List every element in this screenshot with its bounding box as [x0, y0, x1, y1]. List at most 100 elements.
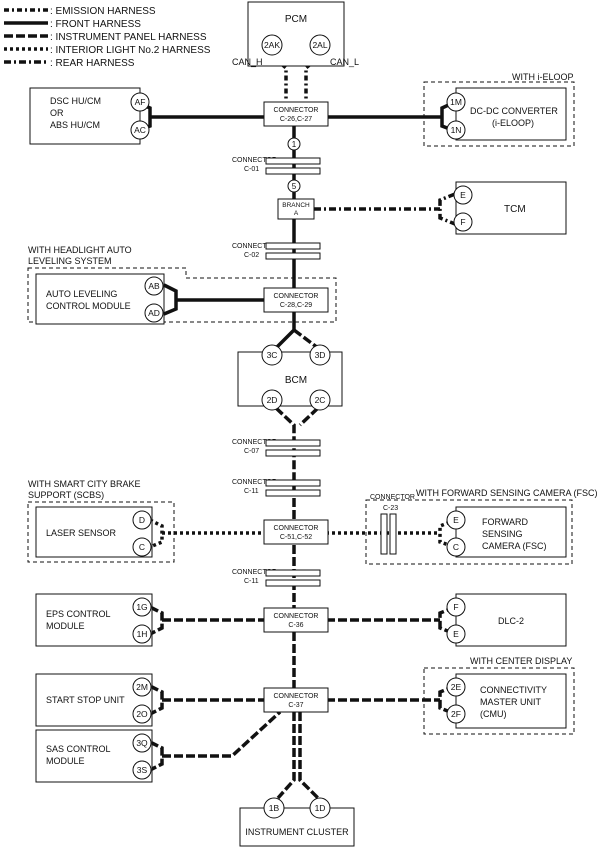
tcm-pin-f-label: F [460, 217, 465, 227]
legend-rear-label: : REAR HARNESS [50, 58, 135, 69]
connector-c02-line2: C-02 [244, 252, 259, 259]
leveling-pin-ab [144, 276, 164, 296]
pcm-pin-2al [309, 34, 331, 56]
connector-c01-line1: CONNECTOR [232, 157, 277, 164]
tcm-box [455, 181, 567, 235]
sas-line1: SAS CONTROL [46, 744, 111, 754]
wire-to-cluster-1b [276, 712, 296, 800]
marker-1: 1 [287, 137, 301, 151]
connector-c26-line2: C-26,C-27 [280, 116, 312, 123]
connector-c23-line2: C-23 [383, 505, 398, 512]
marker-5-circle [287, 179, 301, 193]
connector-c36-line2: C-36 [288, 622, 303, 629]
connector-c36-line1: CONNECTOR [274, 613, 319, 620]
headlight-leveling-group: WITH HEADLIGHT AUTO LEVELING SYSTEM AUTO… [27, 245, 337, 325]
can-l-label: CAN_L [330, 57, 359, 67]
connector-c07: CONNECTOR C-07 [232, 439, 321, 457]
bcm-pin-3c-label: 3C [267, 350, 278, 360]
bcm-pin-2c-label: 2C [315, 395, 326, 405]
connector-c37-line1: CONNECTOR [274, 693, 319, 700]
connector-c07-bottom [265, 449, 321, 457]
sas-pin-3s-label: 3S [137, 765, 148, 775]
laser-pin-c [132, 537, 152, 557]
connector-c07-top [265, 439, 321, 447]
connector-c02-bottom [265, 252, 321, 260]
start-stop-pin-2m [132, 677, 152, 697]
center-group-label: WITH CENTER DISPLAY [470, 656, 572, 666]
marker-1-label: 1 [292, 140, 297, 149]
cmu-line2: MASTER UNIT [480, 697, 542, 707]
wires [136, 54, 456, 800]
scbs-group: WITH SMART CITY BRAKE SUPPORT (SCBS) LAS… [27, 479, 175, 563]
connector-c28-line1: CONNECTOR [274, 293, 319, 300]
pcm-title: PCM [285, 14, 307, 25]
start-stop-pin-2o-label: 2O [136, 709, 148, 719]
wire-sas-to-connector [162, 710, 282, 758]
connector-c28-line2: C-28,C-29 [280, 302, 312, 309]
fsc-group-label: WITH FORWARD SENSING CAMERA (FSC) [416, 488, 598, 498]
connector-c01-bottom [265, 167, 321, 175]
connector-c01-top [265, 157, 321, 165]
connector-c26-c27: CONNECTOR C-26,C-27 [263, 101, 329, 127]
dlc-pin-e-label: E [453, 629, 459, 639]
sas-pin-3s [132, 760, 152, 780]
cmu-pin-2e-label: 2E [451, 682, 462, 692]
connector-c36-box [263, 607, 329, 633]
dcdc-line1: DC-DC CONVERTER [470, 106, 558, 116]
connector-c51-c52: CONNECTOR C-51,C-52 [263, 519, 329, 545]
cmu-line1: CONNECTIVITY [480, 685, 547, 695]
wire-bcm-2d [274, 406, 296, 474]
dlc-title: DLC-2 [498, 616, 524, 626]
leveling-box [35, 273, 165, 325]
dsc-line2: OR [50, 108, 64, 118]
marker-5: 5 [287, 179, 301, 193]
sas-box [35, 729, 153, 783]
connector-c11b-line2: C-11 [244, 578, 259, 585]
leveling-line1: AUTO LEVELING [46, 289, 117, 299]
connector-c37-line2: C-37 [288, 702, 303, 709]
bcm-pin-2d [261, 389, 283, 411]
dsc-pin-ac-label: AC [134, 125, 146, 135]
wire-leveling-pins [163, 283, 178, 316]
connector-c23-right [389, 513, 397, 555]
sas-line2: MODULE [46, 756, 85, 766]
dlc-module: DLC-2 F E [446, 593, 567, 647]
wire-pcm-can-h [270, 54, 288, 102]
pcm-pin-2ak-label: 2AK [264, 40, 280, 50]
tcm-module: TCM E F [453, 181, 567, 235]
start-stop-box [35, 673, 153, 727]
wire-laser-pins [149, 518, 164, 549]
connector-c11b-bottom [265, 579, 321, 587]
tcm-pin-e-label: E [460, 190, 466, 200]
connector-c51-box [263, 519, 329, 545]
cmu-pin-2f-label: 2F [451, 709, 461, 719]
cmu-pin-2e [446, 677, 466, 697]
fsc-line1: FORWARD [482, 517, 528, 527]
cmu-line3: (CMU) [480, 709, 507, 719]
dcdc-pin-1n-label: 1N [451, 125, 462, 135]
dsc-line1: DSC HU/CM [50, 96, 101, 106]
headlight-group-line1: WITH HEADLIGHT AUTO [28, 245, 132, 255]
connector-c28-box [263, 287, 329, 313]
wire-to-cluster-1d [298, 712, 320, 800]
bcm-pin-2c [309, 389, 331, 411]
connector-c11a-top [265, 479, 321, 487]
fsc-box [455, 506, 567, 558]
fsc-pin-c [446, 537, 466, 557]
pcm-box [247, 1, 345, 67]
connector-c02-line1: CONNECTOR [232, 243, 277, 250]
dlc-pin-f-label: F [453, 602, 458, 612]
dsc-pin-af-label: AF [135, 97, 146, 107]
wire-to-bcm-3d [292, 328, 320, 350]
dsc-pin-ac [130, 120, 150, 140]
marker-5-label: 5 [292, 182, 297, 191]
leveling-pin-ab-label: AB [148, 281, 160, 291]
fsc-line2: SENSING [482, 529, 523, 539]
dlc-box [455, 593, 567, 647]
start-stop-pin-2o [132, 704, 152, 724]
sas-module: SAS CONTROL MODULE 3Q 3S [35, 729, 153, 783]
connector-c36: CONNECTOR C-36 [263, 607, 329, 633]
connector-c11a-line2: C-11 [244, 488, 259, 495]
wire-pcm-can-l [304, 54, 322, 102]
bcm-pin-2d-label: 2D [267, 395, 278, 405]
